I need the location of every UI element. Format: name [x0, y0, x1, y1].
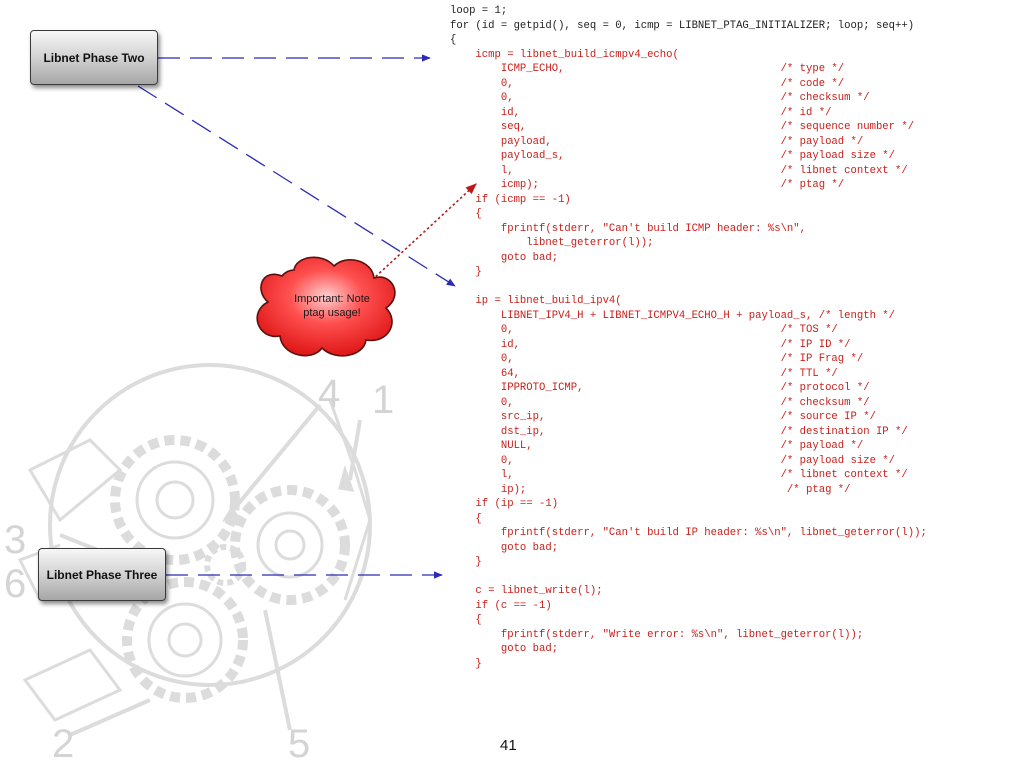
code-line: } [450, 266, 482, 278]
code-line: { [450, 614, 482, 626]
page-number: 41 [500, 737, 517, 754]
code-line: goto bad; [450, 541, 559, 554]
code-line: c = libnet_write(l); [450, 585, 603, 597]
gear-number-1: 1 [372, 378, 395, 422]
gear-number-6: 6 [4, 562, 27, 606]
phase-three-label: Libnet Phase Three [46, 567, 158, 582]
code-line: payload, /* payload */ [450, 135, 864, 148]
note-line-2: ptag usage! [303, 307, 361, 319]
gear-number-4: 4 [318, 372, 341, 416]
code-line: id, /* IP ID */ [450, 338, 851, 351]
note-line-1: Important: Note [294, 293, 370, 305]
gear-number-3: 3 [4, 518, 27, 562]
code-line: goto bad; [450, 643, 559, 655]
code-line: l, /* libnet context */ [450, 164, 908, 177]
code-line: fprintf(stderr, "Can't build ICMP header… [450, 222, 807, 235]
code-line: } [450, 556, 482, 568]
code-line: { [450, 208, 482, 220]
code-line: if (c == -1) [450, 599, 552, 612]
code-line: loop = 1; [450, 5, 508, 17]
phase-three-box: Libnet Phase Three [38, 548, 166, 601]
code-line: dst_ip, /* destination IP */ [450, 425, 908, 438]
code-line: src_ip, /* source IP */ [450, 411, 876, 423]
code-line: 0, /* checksum */ [450, 92, 870, 104]
code-line: ip = libnet_build_ipv4( [450, 295, 622, 307]
code-line: libnet_geterror(l)); [450, 237, 654, 249]
note-cloud [256, 256, 396, 357]
phase-two-arrow-diagonal [137, 85, 456, 287]
gear-illustration [17, 363, 372, 737]
code-line: 0, /* TOS */ [450, 324, 838, 336]
phase-two-label: Libnet Phase Two [43, 50, 145, 65]
code-line: 64, /* TTL */ [450, 367, 838, 380]
code-line: { [450, 512, 482, 525]
gear-number-2: 2 [52, 722, 75, 766]
code-line: } [450, 657, 482, 670]
code-line: seq, /* sequence number */ [450, 121, 915, 133]
code-line: ip); /* ptag */ [450, 483, 851, 496]
gear-number-5: 5 [288, 722, 311, 766]
code-line: icmp = libnet_build_icmpv4_echo( [450, 48, 679, 61]
code-line: for (id = getpid(), seq = 0, icmp = LIBN… [450, 19, 915, 32]
code-line: if (ip == -1) [450, 498, 559, 510]
code-line: IPPROTO_ICMP, /* protocol */ [450, 382, 870, 394]
code-line: 0, /* code */ [450, 77, 845, 90]
code-line: NULL, /* payload */ [450, 440, 864, 452]
code-line: goto bad; [450, 251, 559, 264]
code-line: { [450, 34, 457, 46]
code-line: fprintf(stderr, "Write error: %s\n", lib… [450, 628, 864, 641]
code-line: 0, /* payload size */ [450, 454, 896, 467]
code-line: LIBNET_IPV4_H + LIBNET_ICMPV4_ECHO_H + p… [450, 309, 896, 322]
code-line: payload_s, /* payload size */ [450, 150, 896, 162]
code-line: icmp); /* ptag */ [450, 179, 845, 191]
code-line: 0, /* IP Frag */ [450, 353, 864, 365]
note-cloud-text: Important: Note ptag usage! [272, 292, 392, 320]
code-line: if (icmp == -1) [450, 193, 571, 206]
code-line: id, /* id */ [450, 106, 832, 119]
code-line: l, /* libnet context */ [450, 469, 908, 481]
note-arrow [371, 183, 477, 281]
code-line: 0, /* checksum */ [450, 396, 870, 409]
code-line: ICMP_ECHO, /* type */ [450, 63, 845, 75]
code-line: fprintf(stderr, "Can't build IP header: … [450, 527, 927, 539]
phase-two-box: Libnet Phase Two [30, 30, 158, 85]
